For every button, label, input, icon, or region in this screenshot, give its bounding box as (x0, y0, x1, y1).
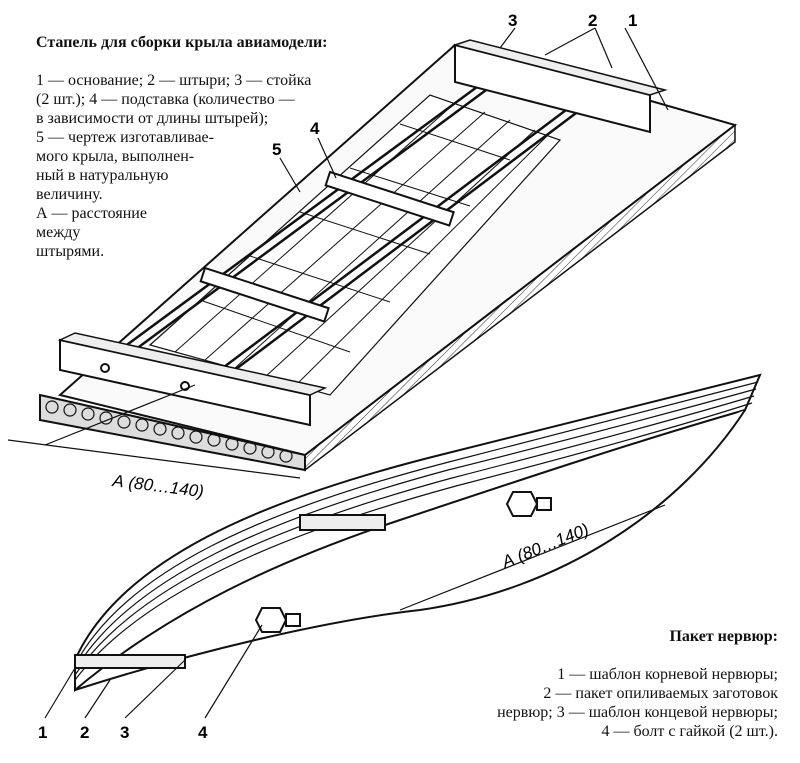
rib-caption-body: 1 — шаблон корневой нервюры; 2 — пакет о… (497, 666, 778, 740)
jig-caption: Стапель для сборки крыла авиамодели: 1 —… (36, 14, 366, 261)
bolt-lower (254, 607, 301, 633)
bottom-leaders (44, 504, 666, 719)
label-5-top: 5 (272, 140, 281, 159)
label-2-bottom: 2 (80, 723, 89, 742)
label-4-bottom: 4 (198, 723, 208, 742)
rib-caption-title: Пакет нервюр: (669, 628, 778, 645)
rib-underside (74, 409, 746, 691)
rib-pack-body (74, 373, 762, 693)
front-edge-holes (45, 400, 293, 463)
label-3-top: 3 (508, 11, 517, 30)
tip-rib-template (299, 514, 386, 531)
rib-caption: Пакет нервюр: 1 — шаблон корневой нервюр… (358, 608, 778, 741)
wing-drawing-ribs (174, 102, 549, 387)
jig-caption-body: 1 — основание; 2 — штыри; 3 — стойка (2 … (36, 72, 312, 260)
jig-assembly (39, 39, 738, 472)
label-1-top: 1 (628, 11, 637, 30)
label-1-bottom: 1 (38, 723, 47, 742)
root-rib-template (74, 654, 186, 669)
rib-pack (74, 373, 762, 693)
rods (119, 68, 597, 376)
label-2-top: 2 (588, 11, 597, 30)
supports (199, 170, 455, 323)
dimension-a-top: А (80…140) (111, 471, 205, 501)
label-3-bottom: 3 (120, 723, 129, 742)
bolt-upper (505, 491, 552, 517)
top-leaders (7, 27, 669, 479)
rib-layers (74, 381, 759, 681)
jig-caption-title: Стапель для сборки крыла авиамодели: (36, 34, 328, 51)
label-4-top: 4 (310, 119, 320, 138)
